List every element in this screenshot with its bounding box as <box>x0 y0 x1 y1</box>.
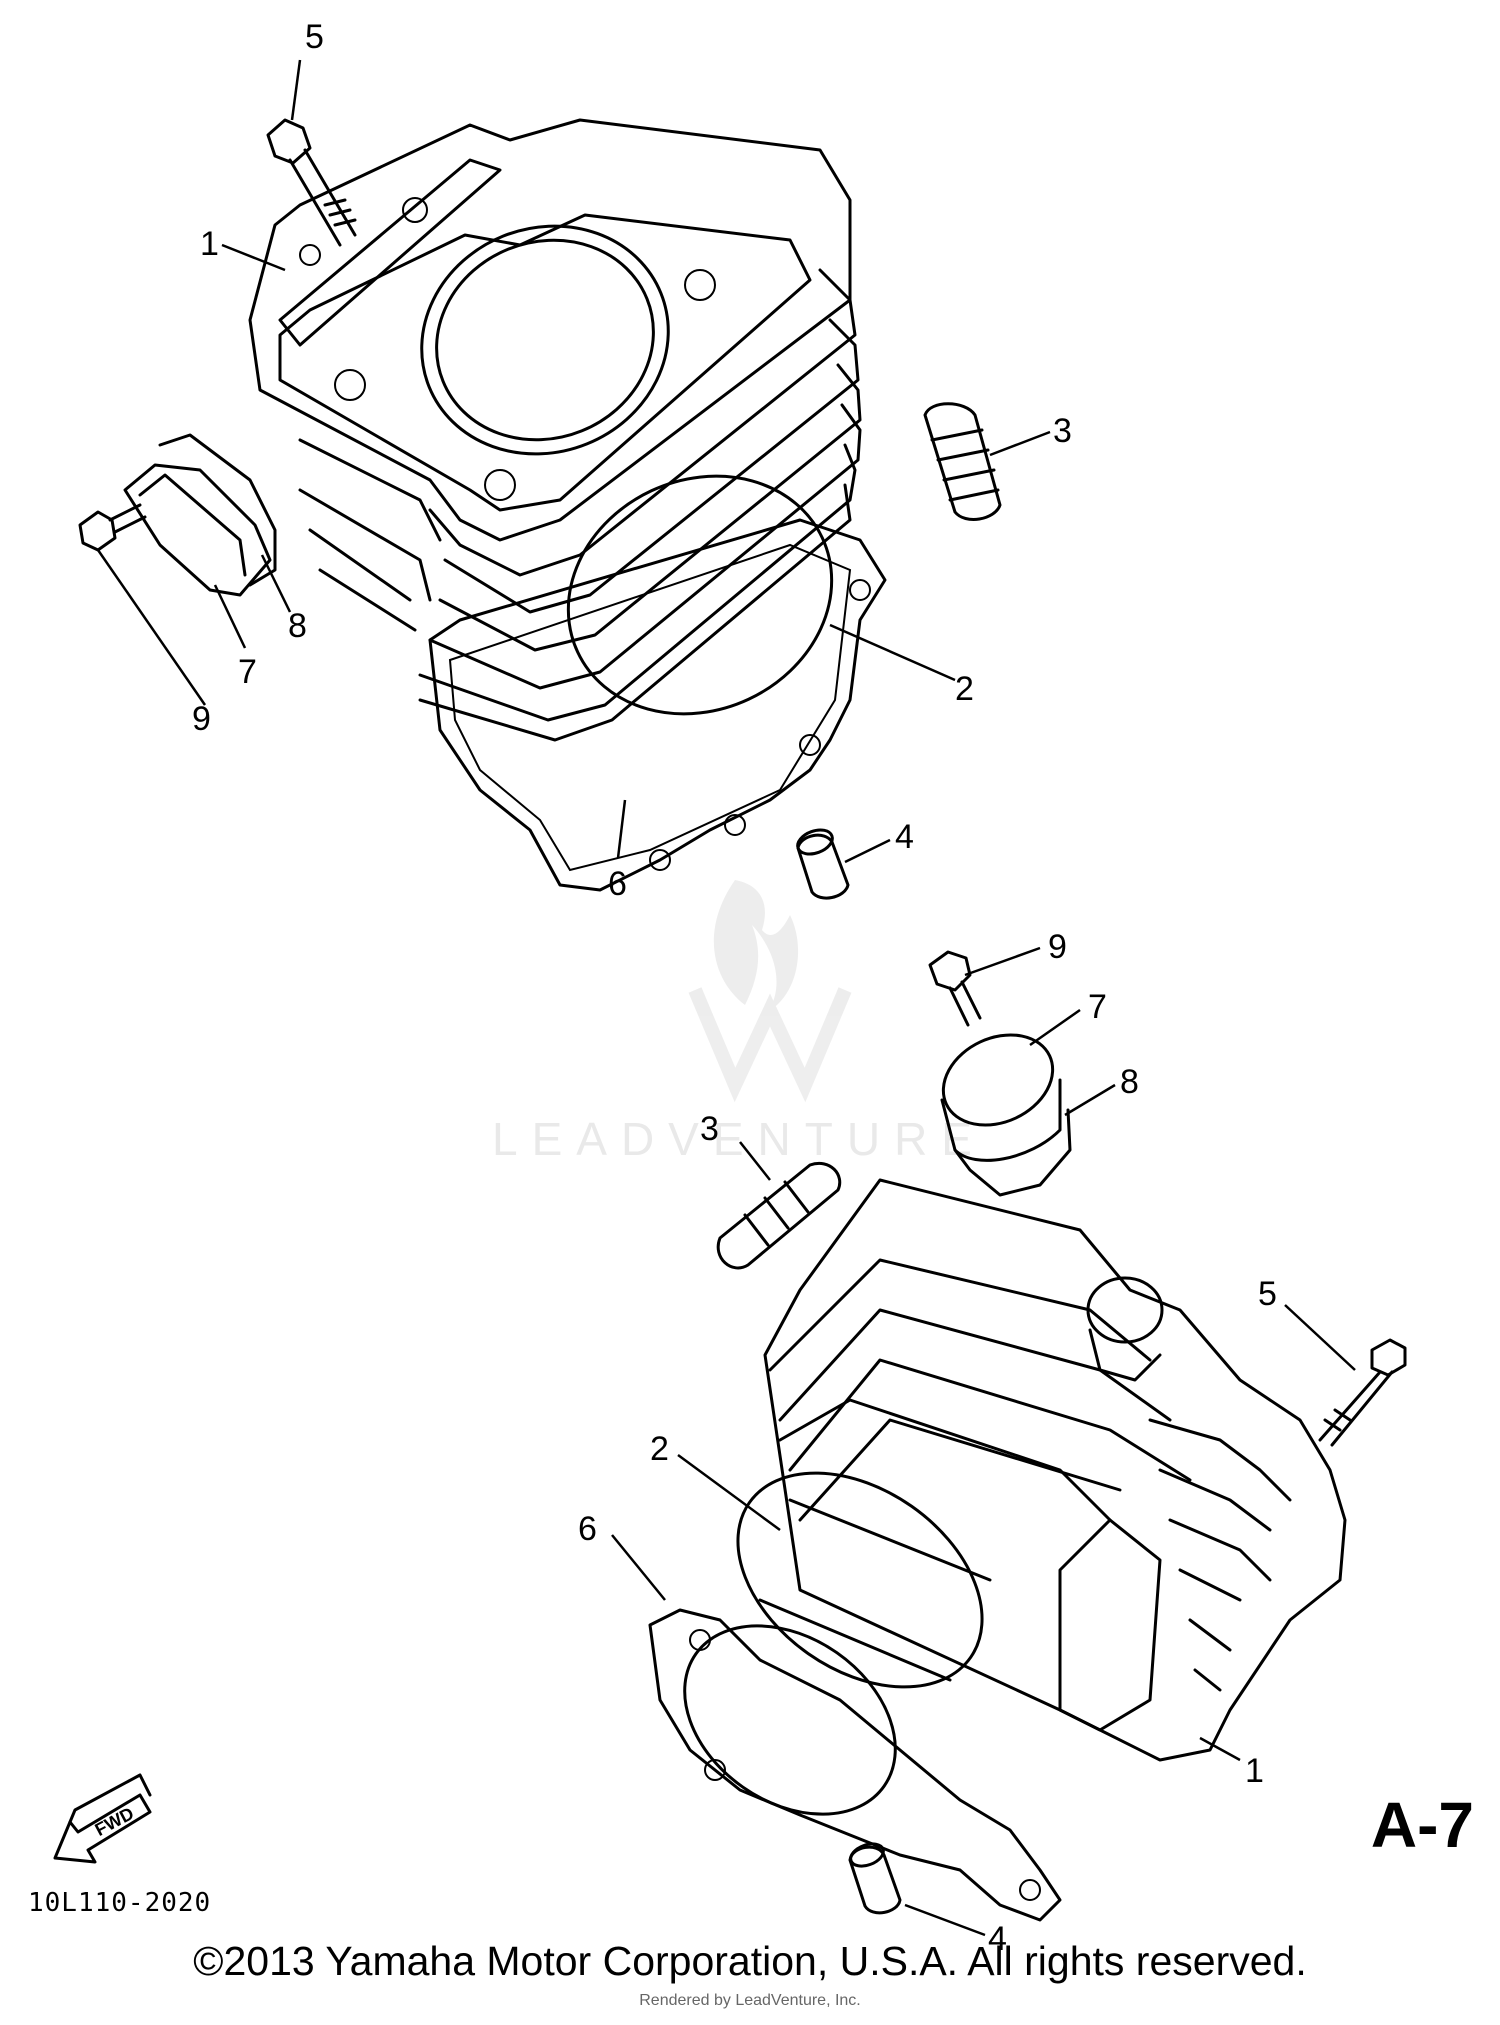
top-bolt-part-5 <box>266 118 357 247</box>
top-callout-6: 6 <box>608 865 627 903</box>
bottom-dowel-pin-part-4 <box>848 1842 902 1915</box>
bottom-o-ring-part-2 <box>736 1471 992 1689</box>
drawing-number: 10L110-2020 <box>28 1888 212 1918</box>
bottom-callout-1: 1 <box>1245 1752 1264 1790</box>
watermark-logo <box>688 880 852 1103</box>
top-callout-2: 2 <box>955 670 974 708</box>
bottom-callout-3: 3 <box>700 1110 719 1148</box>
top-base-gasket-part-6 <box>428 518 887 892</box>
forward-direction-arrow: FWD <box>53 1773 152 1864</box>
bottom-cylinder-assembly: 9 7 8 3 5 2 6 1 4 <box>578 928 1407 1958</box>
top-callout-9: 9 <box>192 700 211 738</box>
top-o-ring-part-2 <box>566 474 834 716</box>
top-callout-8: 8 <box>288 607 307 645</box>
top-cylinder-assembly: 5 1 3 2 8 7 9 6 4 <box>78 18 1072 903</box>
bottom-callout-6: 6 <box>578 1510 597 1548</box>
top-dowel-part-3 <box>923 402 1002 521</box>
top-callout-1: 1 <box>200 225 219 263</box>
bottom-base-gasket-part-6 <box>648 1608 1062 1922</box>
bottom-dowel-part-3 <box>716 1161 842 1270</box>
top-cap-bolt-part-9 <box>78 503 147 552</box>
bottom-callout-5: 5 <box>1258 1275 1277 1313</box>
copyright-notice: ©2013 Yamaha Motor Corporation, U.S.A. A… <box>193 1938 1307 1984</box>
bottom-callout-7: 7 <box>1088 988 1107 1026</box>
top-cylinder-part-1 <box>248 118 862 742</box>
top-dowel-pin-part-4 <box>796 828 850 900</box>
bottom-callout-4: 4 <box>988 1920 1007 1958</box>
top-callout-7: 7 <box>238 653 257 691</box>
bottom-callout-2: 2 <box>650 1430 669 1468</box>
top-callout-5: 5 <box>305 18 324 56</box>
sheet-id: A-7 <box>1370 1789 1474 1861</box>
bottom-callout-9: 9 <box>1048 928 1067 966</box>
top-callout-3: 3 <box>1053 412 1072 450</box>
watermark-text: LEADVENTURE <box>492 1113 986 1165</box>
bottom-cap-gasket-part-8 <box>953 1108 1072 1197</box>
top-callout-4: 4 <box>895 818 914 856</box>
bottom-bolt-part-5 <box>1318 1338 1407 1447</box>
bottom-cylinder-part-1 <box>763 1178 1347 1762</box>
bottom-callout-8: 8 <box>1120 1063 1139 1101</box>
bottom-cap-bolt-part-9 <box>928 950 982 1027</box>
top-cap-part-7 <box>123 463 272 597</box>
rendered-by-notice: Rendered by LeadVenture, Inc. <box>639 1992 861 2009</box>
